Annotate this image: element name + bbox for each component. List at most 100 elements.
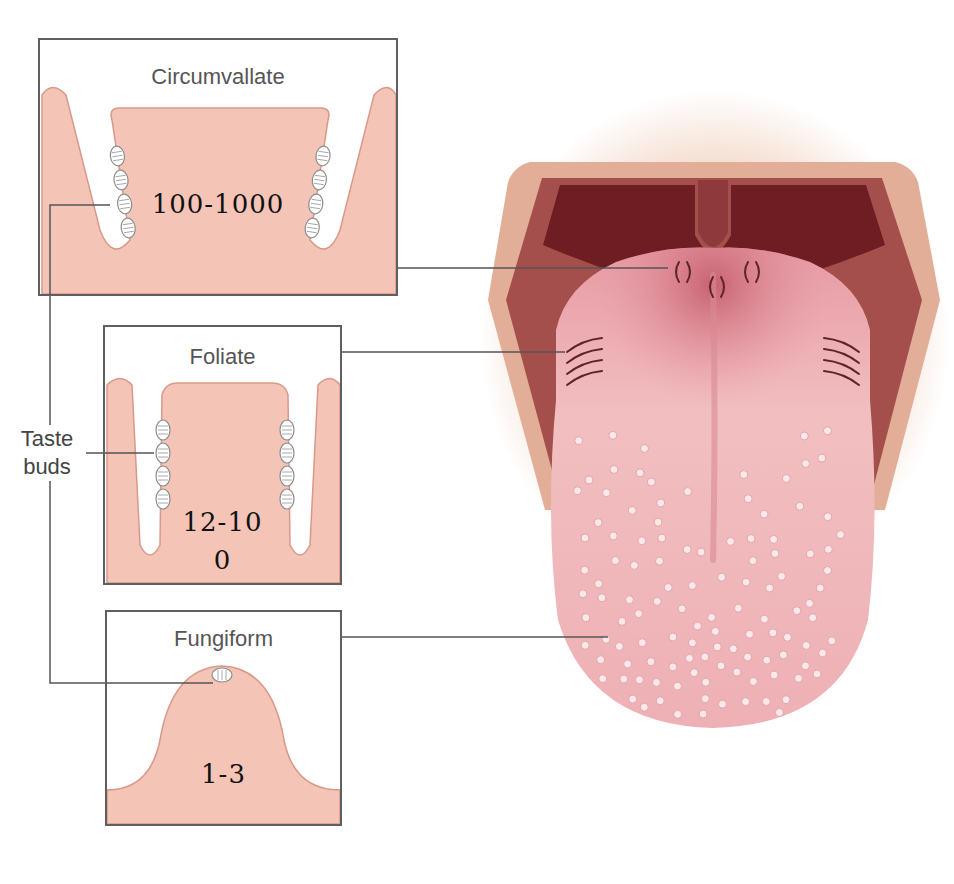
fungiform-dot [581,534,589,542]
taste-bud-body [156,443,170,463]
fungiform-dot [635,610,643,618]
fungiform-dot [609,431,617,439]
taste-bud-cell [314,179,324,180]
fungiform-dot [802,641,810,649]
fungiform-dot [657,499,665,507]
fungiform-dot [683,545,691,553]
fungiform-dot [819,649,827,657]
taste-bud-cell [314,183,324,184]
taste-bud-body [113,169,130,191]
fungiform-dots [573,427,844,719]
taste-bud-cell [282,503,292,504]
taste-bud [212,668,232,682]
fungiform-dot [690,669,698,677]
taste-bud-cell [158,457,168,458]
fungiform-dot [711,627,719,635]
papilla-box: Foliate12-10 0 [103,325,342,585]
taste-bud-cell [124,231,134,232]
fungiform-dot [575,437,583,445]
fungiform-dot [733,668,741,676]
fungiform-dot [779,651,787,659]
taste-bud-cell [117,183,127,184]
fungiform-dot [581,641,589,649]
taste-bud-body [156,489,170,509]
taste-bud-cell [119,199,129,200]
taste-bud-cell [307,231,317,232]
taste-bud-cell [307,227,317,228]
fungiform-dot [770,535,778,543]
fungiform-dot [742,578,750,586]
taste-buds [109,145,331,682]
fungiform-dot [734,604,742,612]
fungiform-dot [594,519,602,527]
fungiform-dot [836,531,844,539]
fungiform-dot [782,696,790,704]
fungiform-dot [701,695,709,703]
median-groove [713,275,715,560]
tongue [551,248,875,728]
taste-bud-body [304,217,321,239]
fungiform-dot [694,622,702,630]
fungiform-dot [638,537,646,545]
taste-bud-cell [158,480,168,481]
fungiform-dot [802,460,810,468]
taste-bud-count: 1-3 [107,757,340,791]
taste-bud-body [212,668,232,682]
leader-line [342,636,608,638]
fungiform-dot [582,614,590,622]
fungiform-dot [630,561,638,569]
fungiform-dot [823,567,831,575]
taste-bud [156,466,170,486]
fungiform-dot [656,557,664,565]
fungiform-dot [824,545,832,553]
taste-bud [280,420,294,440]
fungiform-dot [801,662,809,670]
fungiform-dot [684,488,692,496]
fungiform-dot [760,510,768,518]
fungiform-dot [775,709,783,717]
taste-bud-cell [282,499,292,500]
taste-bud-cell [113,159,123,160]
taste-bud-cell [319,151,329,152]
fungiform-dot [669,663,677,671]
taste-bud-cell [115,175,125,176]
fungiform-dot [718,700,726,708]
fungiform-dot [806,599,814,607]
fungiform-dot [664,584,672,592]
taste-bud-cell [120,207,130,208]
fungiform-dot [782,475,790,483]
fungiform-dot [702,678,710,686]
taste-bud-cell [158,449,168,450]
fungiform-dot [641,445,649,453]
taste-bud-cell [282,426,292,427]
taste-bud-body [311,169,328,191]
fungiform-dot [636,469,644,477]
fungiform-dot [573,487,581,495]
taste-bud-body [120,217,137,239]
fungiform-dot [581,566,589,574]
fungiform-dot [595,580,603,588]
fungiform-dot [699,710,707,718]
fungiform-dot [609,532,617,540]
circumvallate-marks [676,262,759,297]
tongue-shade [551,248,875,728]
fungiform-dot [688,639,696,647]
taste-bud [113,169,130,191]
fungiform-dot [625,596,633,604]
part-label: Taste buds [8,425,86,481]
taste-bud [156,420,170,440]
taste-bud-cell [158,453,168,454]
papilla-box: Circumvallate100-1000 [38,38,398,296]
fungiform-dot [794,674,802,682]
fungiform-dot [610,465,618,473]
taste-bud-cell [311,203,321,204]
taste-bud [315,145,332,167]
fungiform-dot [793,607,801,615]
face-halo [480,90,950,590]
fungiform-dot [747,535,755,543]
uvula [698,180,728,247]
fungiform-dot [638,639,646,647]
taste-bud [109,145,126,167]
taste-bud-body [280,489,294,509]
taste-bud-cell [158,430,168,431]
